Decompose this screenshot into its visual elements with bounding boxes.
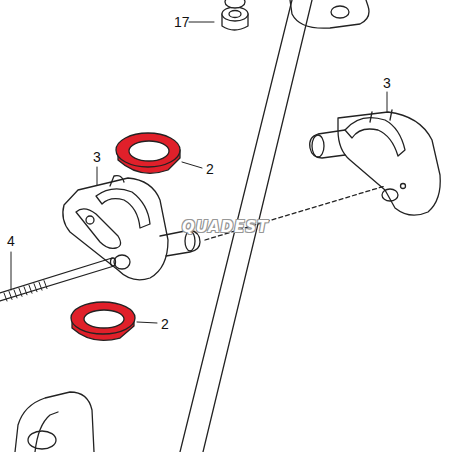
bottom-bracket-hole: [28, 431, 56, 449]
callout-number: 17: [174, 15, 190, 29]
bottom-bracket: [15, 392, 94, 452]
callout-number: 3: [383, 76, 391, 90]
left-clamp-half: [63, 176, 200, 280]
steering-tube: [180, 0, 312, 452]
top-bracket: [290, 0, 369, 28]
rod: [0, 258, 116, 301]
seal-ring: [71, 302, 135, 340]
seal-ring: [116, 133, 180, 173]
washer-17: [222, 0, 248, 30]
watermark: QUADEST: [182, 220, 269, 235]
right-clamp-half: [310, 110, 441, 215]
callout-number: 4: [7, 234, 15, 248]
callout-number: 3: [93, 150, 101, 164]
callout-number: 2: [161, 317, 169, 331]
callout-number: 2: [206, 162, 214, 176]
leader-lines: [11, 22, 387, 323]
bracket-hole: [331, 6, 349, 18]
